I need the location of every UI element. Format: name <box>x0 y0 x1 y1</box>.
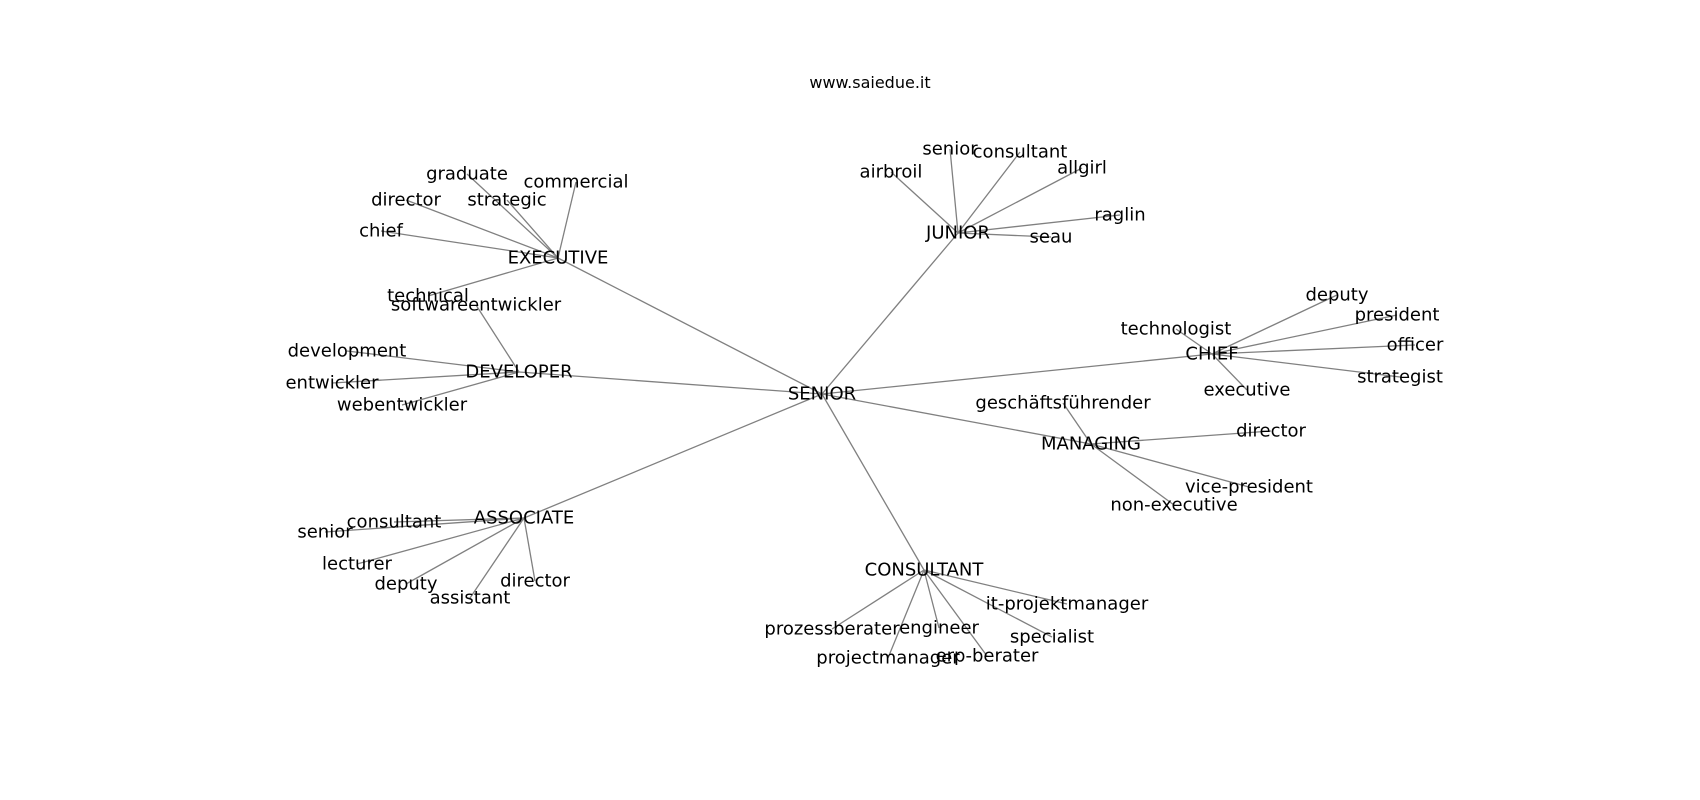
edge-managing-director <box>1090 430 1272 445</box>
edge-developer-development <box>346 350 520 373</box>
node-leaf-managing-gesch-ftsf-hrender: geschäftsführender <box>975 393 1151 414</box>
edge-executive-technical <box>427 257 559 297</box>
node-leaf-chief-president: president <box>1355 305 1440 326</box>
node-leaf-consultant-it-projektmanager: it-projektmanager <box>986 594 1149 615</box>
edge-developer-entwickler <box>331 371 520 384</box>
edge-junior-allgirl <box>957 167 1083 234</box>
edge-developer-softwareentwickler <box>475 304 520 373</box>
node-leaf-developer-softwareentwickler: softwareentwickler <box>391 295 562 316</box>
edge-managing-vice-president <box>1090 443 1250 488</box>
edge-consultant-engineer <box>923 569 940 629</box>
edge-center-junior <box>821 232 959 395</box>
node-leaf-associate-assistant: assistant <box>430 588 511 609</box>
node-leaf-executive-chief: chief <box>359 221 403 242</box>
node-leaf-developer-webentwickler: webentwickler <box>337 395 468 416</box>
node-leaf-executive-graduate: graduate <box>426 164 508 185</box>
edge-consultant-prozessberater <box>831 569 925 630</box>
edge-center-developer <box>518 371 823 395</box>
node-leaf-junior-seau: seau <box>1030 227 1073 248</box>
node-leaf-chief-deputy: deputy <box>1305 285 1368 306</box>
node-leaf-developer-entwickler: entwickler <box>285 373 379 394</box>
node-hub-chief: CHIEF <box>1185 344 1238 365</box>
node-leaf-executive-director: director <box>371 190 441 211</box>
edge-executive-commercial <box>557 181 577 259</box>
edge-executive-strategic <box>506 199 559 259</box>
edge-associate-lecturer <box>356 517 525 565</box>
node-leaf-managing-director: director <box>1236 421 1306 442</box>
edge-junior-seau <box>957 232 1052 238</box>
edge-junior-raglin <box>957 214 1121 234</box>
edge-executive-director <box>405 199 559 259</box>
edge-developer-webentwickler <box>401 371 520 406</box>
node-leaf-associate-deputy: deputy <box>374 574 437 595</box>
edge-center-executive <box>557 257 823 395</box>
edge-associate-assistant <box>469 517 525 599</box>
node-leaf-chief-strategist: strategist <box>1357 367 1443 388</box>
edge-associate-director <box>523 517 536 582</box>
node-leaf-junior-airbroil: airbroil <box>860 162 923 183</box>
edge-center-associate <box>523 393 823 519</box>
edge-center-consultant <box>821 393 925 571</box>
node-leaf-executive-strategic: strategic <box>467 190 546 211</box>
edge-junior-senior <box>949 148 959 234</box>
edge-consultant-specialist <box>923 569 1053 638</box>
edge-chief-strategist <box>1211 353 1401 378</box>
edge-consultant-erp-berater <box>923 569 988 657</box>
edge-associate-deputy <box>405 517 525 585</box>
node-leaf-consultant-prozessberater: prozessberater <box>764 619 900 640</box>
edge-chief-president <box>1211 314 1398 355</box>
edge-chief-technologist <box>1175 328 1213 355</box>
node-hub-junior: JUNIOR <box>925 223 990 244</box>
edge-managing-gesch-ftsf-hrender <box>1062 402 1092 445</box>
node-leaf-associate-consultant: consultant <box>347 512 442 533</box>
edge-managing-non-executive <box>1090 443 1175 506</box>
node-hub-consultant: CONSULTANT <box>865 560 985 581</box>
edge-chief-officer <box>1211 344 1416 355</box>
node-hub-developer: DEVELOPER <box>465 362 572 383</box>
graph-labels: www.saiedue.it SENIOR EXECUTIVE graduate co… <box>285 73 1444 669</box>
node-leaf-chief-executive: executive <box>1203 380 1290 401</box>
edge-chief-executive <box>1211 353 1248 391</box>
node-leaf-junior-raglin: raglin <box>1094 205 1145 226</box>
node-leaf-executive-commercial: commercial <box>524 172 629 193</box>
node-leaf-junior-senior: senior <box>922 139 978 160</box>
edge-center-managing <box>821 393 1092 445</box>
node-leaf-managing-vice-president: vice-president <box>1185 477 1313 498</box>
node-leaf-developer-development: development <box>288 341 407 362</box>
edge-consultant-it-projektmanager <box>923 569 1068 605</box>
node-center-senior: SENIOR <box>788 384 856 405</box>
edge-consultant-projectmanager <box>887 569 925 659</box>
node-leaf-associate-director: director <box>500 571 570 592</box>
edge-executive-graduate <box>466 173 559 259</box>
node-leaf-chief-officer: officer <box>1387 335 1444 356</box>
node-leaf-junior-allgirl: allgirl <box>1057 158 1107 179</box>
node-hub-managing: MANAGING <box>1041 434 1141 455</box>
node-leaf-associate-senior: senior <box>297 522 353 543</box>
node-leaf-consultant-engineer: engineer <box>899 618 979 639</box>
graph-edges <box>324 148 1416 659</box>
node-leaf-consultant-specialist: specialist <box>1010 627 1094 648</box>
node-hub-executive: EXECUTIVE <box>508 248 609 269</box>
page-title: www.saiedue.it <box>809 73 930 92</box>
edge-junior-airbroil <box>890 171 959 234</box>
node-leaf-executive-technical: technical <box>387 286 469 307</box>
edge-chief-deputy <box>1211 294 1338 355</box>
edge-executive-chief <box>380 230 559 259</box>
edge-associate-senior <box>324 517 525 533</box>
edge-center-chief <box>821 353 1213 395</box>
edge-associate-consultant <box>393 517 525 523</box>
node-leaf-associate-lecturer: lecturer <box>322 554 393 575</box>
edge-junior-consultant <box>957 151 1021 234</box>
node-leaf-chief-technologist: technologist <box>1121 319 1232 340</box>
node-leaf-managing-non-executive: non-executive <box>1110 495 1237 516</box>
node-leaf-consultant-erp-berater: erp-berater <box>936 646 1039 667</box>
node-hub-associate: ASSOCIATE <box>474 508 575 529</box>
node-leaf-consultant-projectmanager: projectmanager <box>816 648 960 669</box>
node-leaf-junior-consultant: consultant <box>973 142 1068 163</box>
